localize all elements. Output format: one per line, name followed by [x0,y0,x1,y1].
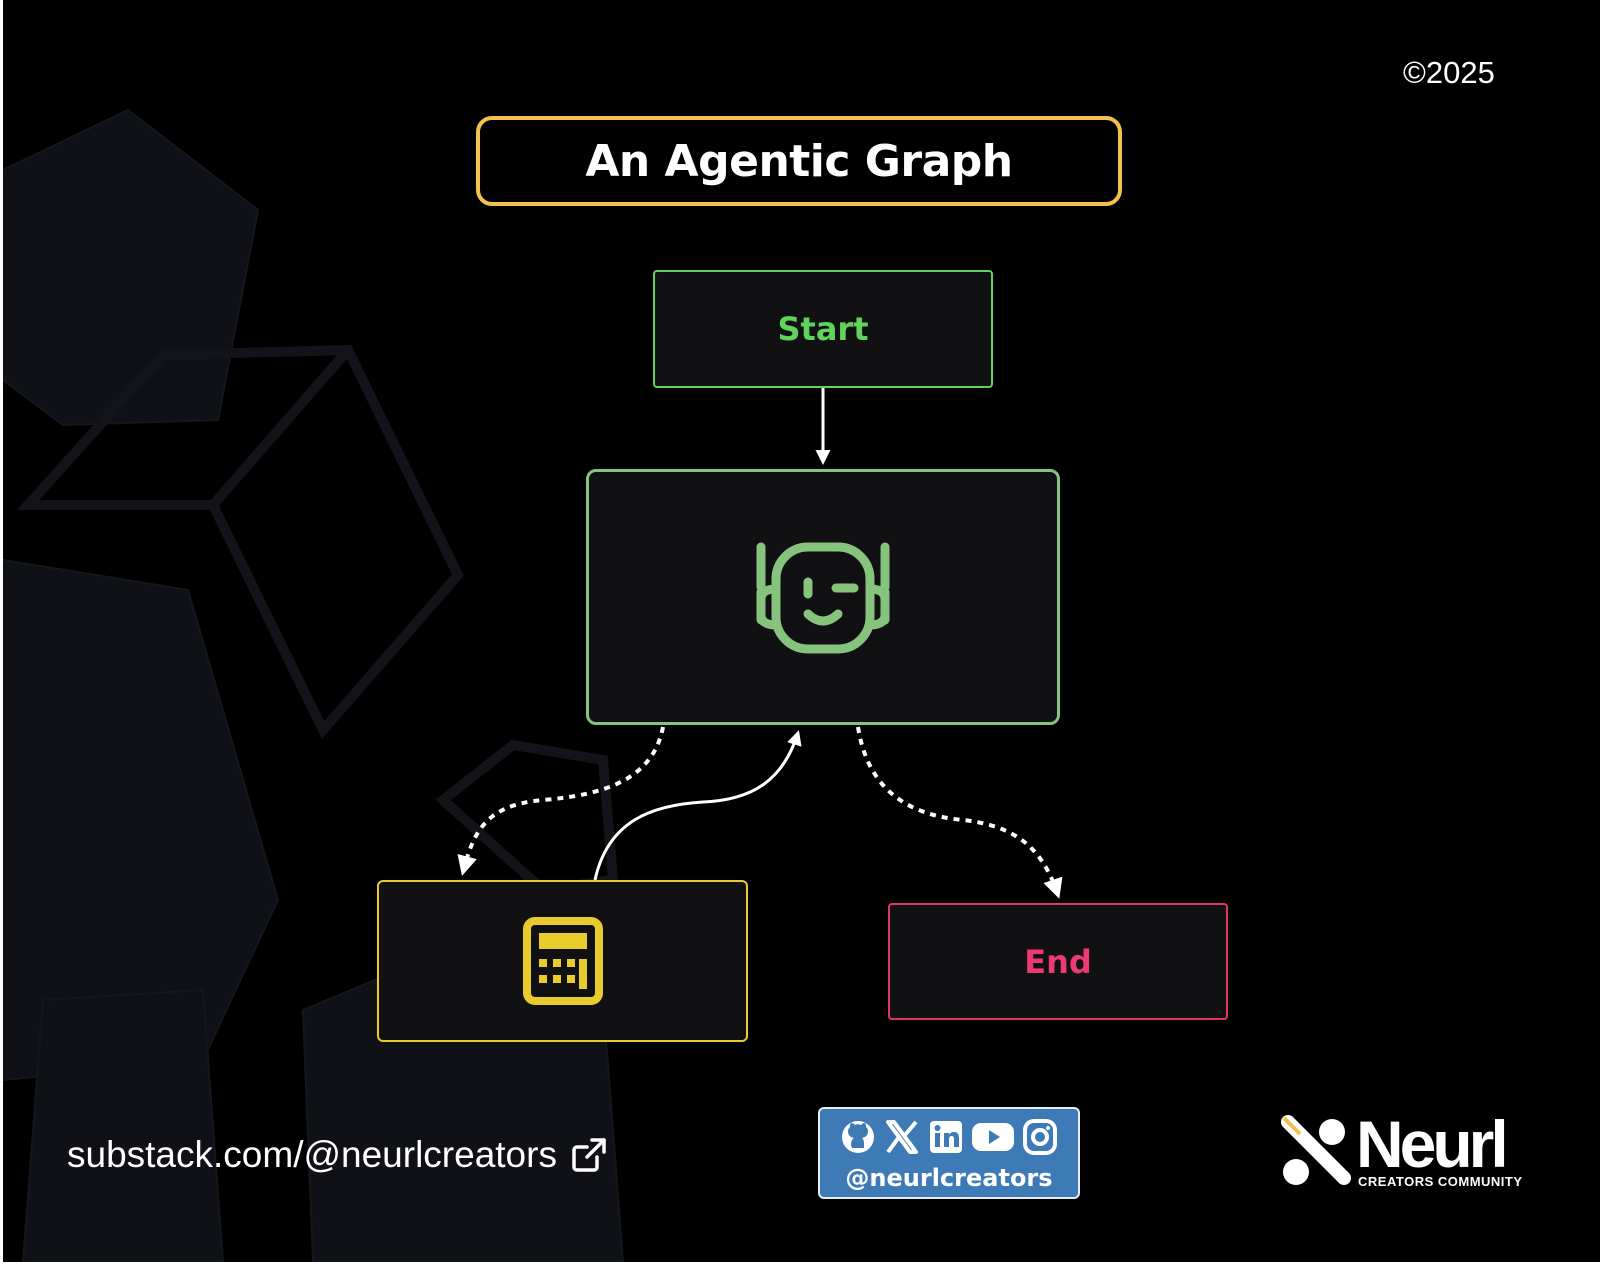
substack-link[interactable]: substack.com/@neurlcreators [67,1130,607,1180]
instagram-icon[interactable] [1021,1119,1059,1155]
title-box: An Agentic Graph [476,116,1122,206]
substack-link-text[interactable]: substack.com/@neurlcreators [67,1134,557,1175]
calculator-icon [522,917,603,1005]
youtube-icon[interactable] [971,1119,1015,1155]
neurl-logo: Neurl CREATORS COMMUNITY [1278,1107,1568,1192]
social-handle[interactable]: @neurlcreators [845,1164,1053,1192]
graph-edges [457,388,1063,899]
edge-tool-to-agent [593,730,802,881]
node-end-label: End [1024,942,1092,981]
node-tool [377,880,748,1042]
social-icons [820,1119,1078,1155]
github-icon[interactable] [839,1119,877,1155]
diagram-title: An Agentic Graph [585,135,1013,187]
copyright-text: ©2025 [1403,55,1495,90]
brand-tagline: CREATORS COMMUNITY [1358,1174,1523,1189]
edge-agent-to-tool [457,726,665,876]
edge-agent-to-end [856,726,1063,899]
node-start-label: Start [777,310,869,348]
x-icon[interactable] [883,1119,921,1155]
node-end: End [888,903,1228,1020]
social-badge[interactable]: @neurlcreators [818,1107,1080,1199]
node-agent [586,469,1060,725]
linkedin-icon[interactable] [927,1119,965,1155]
external-link-icon[interactable] [571,1137,607,1173]
robot-icon [756,542,890,654]
neurl-mark-icon [1281,1115,1351,1185]
node-start: Start [653,270,993,388]
diagram-canvas: ©2025 An Agentic Graph Start [3,0,1600,1262]
brand-name: Neurl [1356,1107,1509,1181]
